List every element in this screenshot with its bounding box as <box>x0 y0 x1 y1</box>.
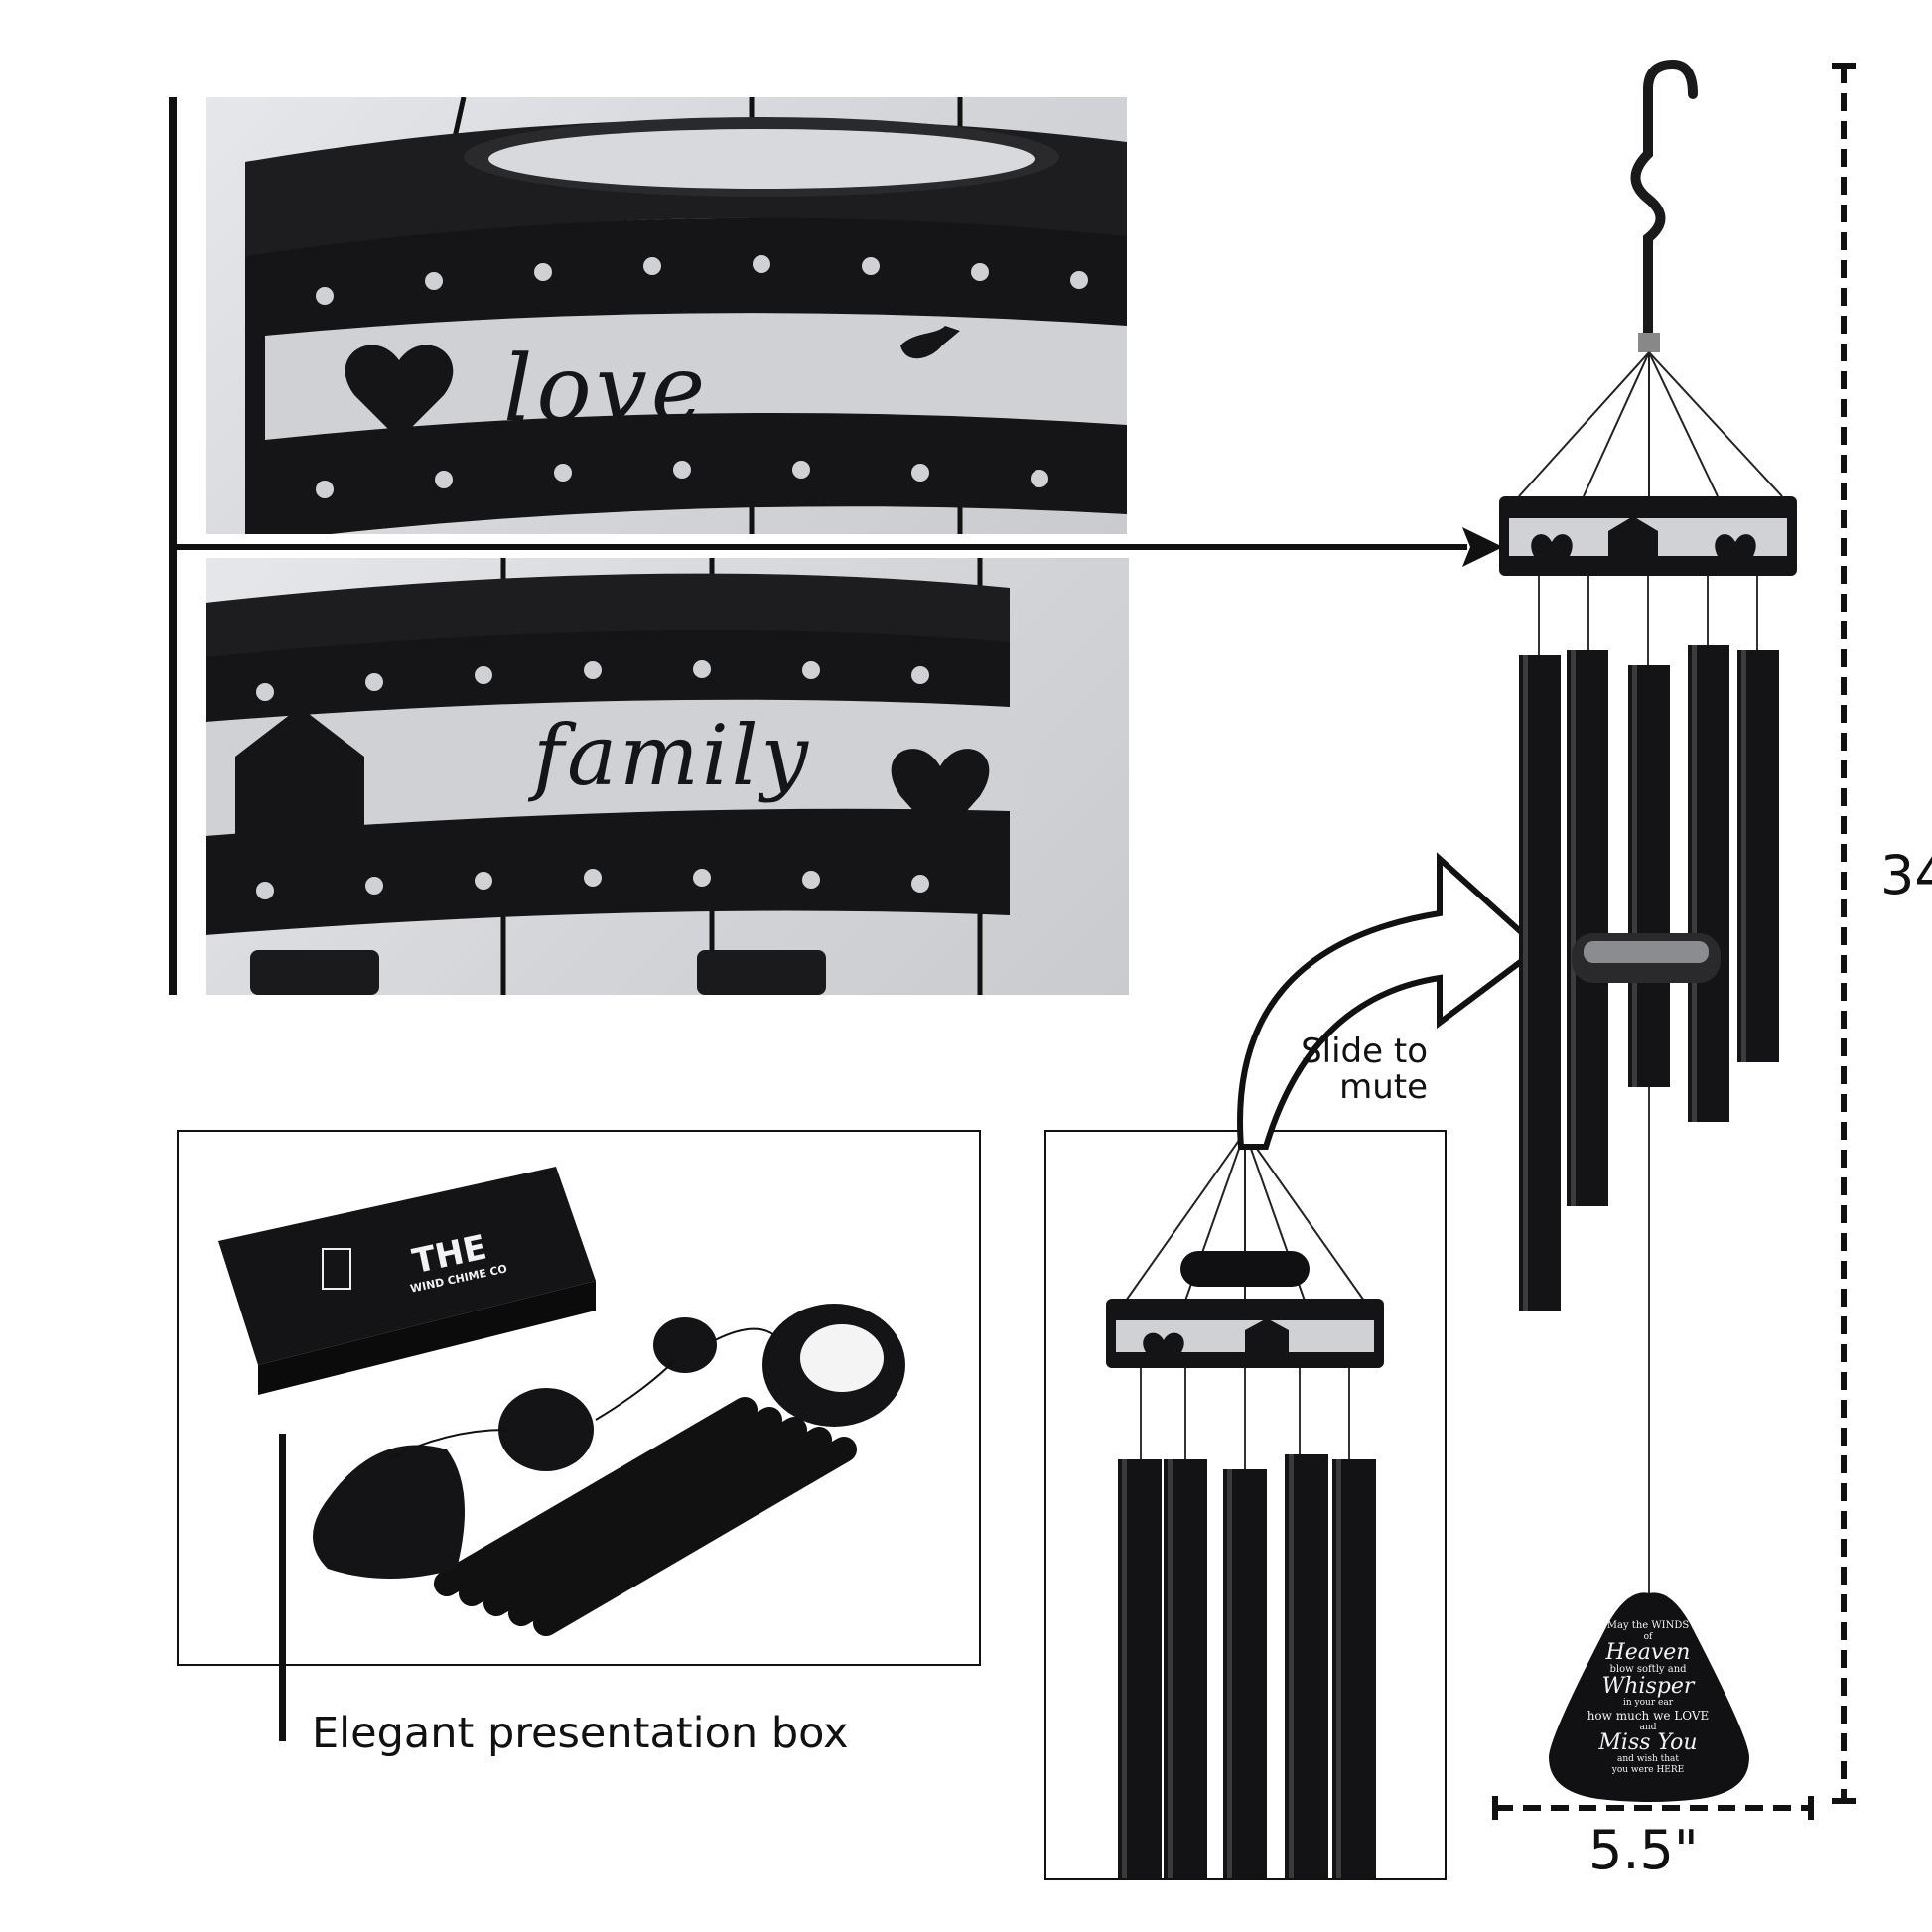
script-word-love: love <box>503 336 710 442</box>
ring-detail-family-illustration <box>206 558 1010 995</box>
box-caption: Elegant presentation box <box>312 1709 849 1758</box>
curved-arrow-icon <box>1237 852 1544 1150</box>
hook-icon <box>1630 60 1698 352</box>
ring-detail-love-illustration <box>245 97 1127 534</box>
mute-callout-line1: Slide to <box>1301 1032 1428 1071</box>
width-dimension-line <box>1492 1796 1814 1820</box>
sail-line-8: and <box>1639 1723 1657 1732</box>
sail-line-1: May the WINDS <box>1606 1620 1690 1631</box>
presentation-box-frame: THE WIND CHIME CO <box>177 1130 981 1666</box>
sail-line-9: Miss You <box>1598 1730 1698 1755</box>
dimension-line-icon <box>1832 63 1856 1804</box>
bracket-vertical-line <box>169 97 177 995</box>
dimension-height-label: 34 <box>1880 844 1932 906</box>
sail-line-4: blow softly and <box>1609 1664 1687 1675</box>
sail-line-10: and wish that <box>1616 1754 1680 1764</box>
sail-line-3: Heaven <box>1605 1640 1691 1665</box>
presentation-box-illustration <box>218 1167 905 1636</box>
detail-photo-family: family <box>206 558 1129 995</box>
sail-inscription: May the WINDS of Heaven blow softly and … <box>1557 1620 1739 1776</box>
sail-line-6: in your ear <box>1623 1698 1673 1708</box>
chime-closeup-illustration <box>1106 1132 1384 1878</box>
sail-line-7: how much we LOVE <box>1587 1709 1710 1723</box>
sail-line-2: of <box>1643 1632 1653 1642</box>
mute-callout-line2: mute <box>1339 1067 1428 1107</box>
box-caption-line <box>279 1434 286 1741</box>
chime-closeup-frame <box>1044 1130 1447 1880</box>
dimension-width-label: 5.5" <box>1588 1819 1699 1881</box>
sail-line-5: Whisper <box>1601 1674 1695 1699</box>
detail-photo-love: love <box>206 97 1127 534</box>
main-chime-illustration <box>1499 60 1797 1802</box>
arrow-right-icon <box>177 527 1503 567</box>
sail-line-11: you were HERE <box>1611 1765 1685 1775</box>
script-word-family: family <box>533 707 812 804</box>
